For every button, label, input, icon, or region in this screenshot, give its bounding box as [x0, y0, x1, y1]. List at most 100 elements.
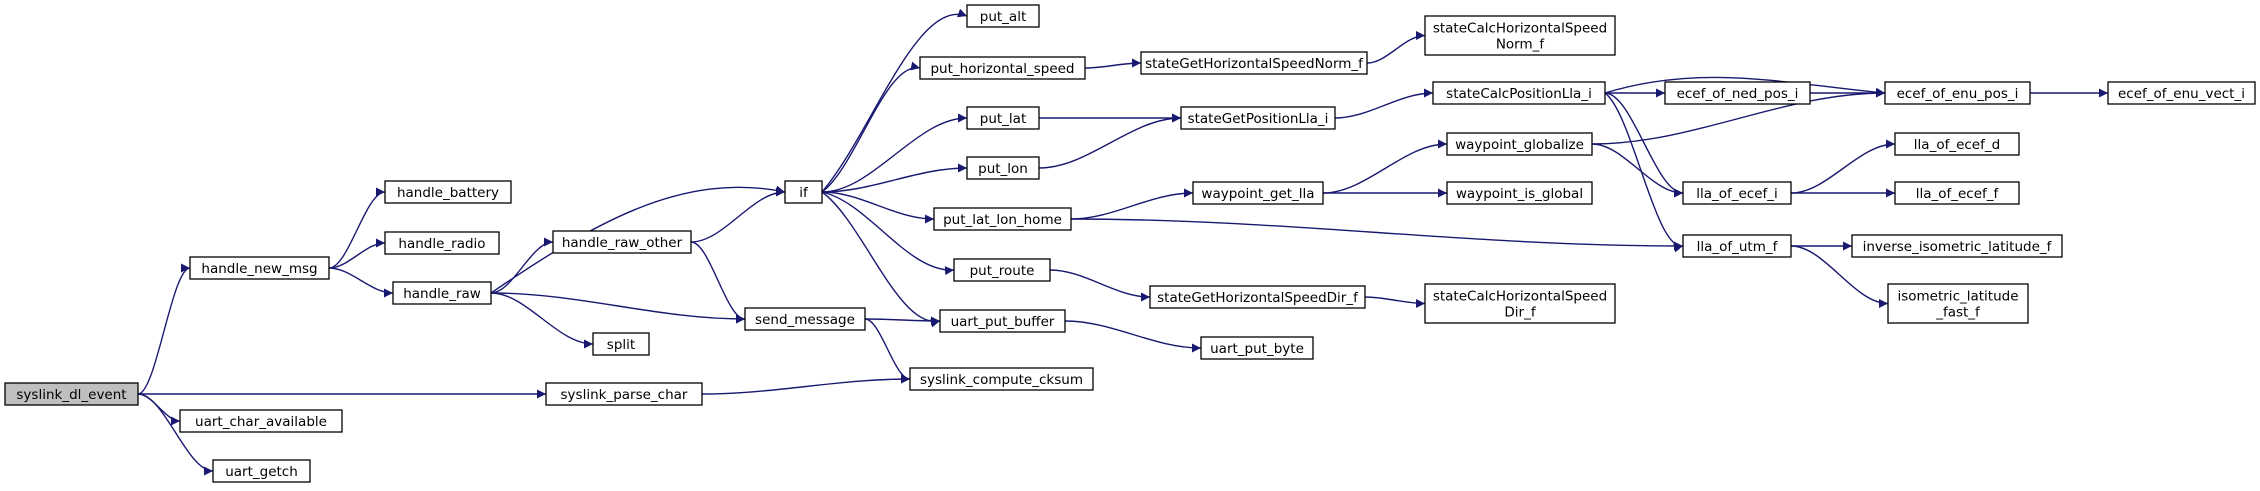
node-label: stateCalcPositionLla_i	[1446, 86, 1592, 102]
node-box	[1192, 181, 1324, 205]
node-label: put_lat_lon_home	[943, 212, 1062, 228]
node-label: lla_of_ecef_d	[1914, 137, 2000, 153]
node-label: put_alt	[980, 9, 1027, 25]
node-split[interactable]: split	[592, 332, 650, 356]
node-waypoint_globalize[interactable]: waypoint_globalize	[1446, 132, 1593, 156]
edge-handle_new_msg-to-handle_raw	[328, 267, 394, 298]
node-stateCalcPositionLla_i[interactable]: stateCalcPositionLla_i	[1432, 81, 1606, 105]
edge-if-to-put_alt	[821, 8, 968, 193]
node-box	[933, 207, 1072, 231]
node-handle_battery[interactable]: handle_battery	[384, 180, 512, 204]
node-label: ecef_of_enu_vect_i	[2118, 86, 2245, 102]
node-label: uart_put_byte	[1210, 341, 1304, 357]
node-put_lat_lon_home[interactable]: put_lat_lon_home	[933, 207, 1072, 231]
edge-syslink_parse_char-to-syslink_compute_cksum	[701, 374, 911, 395]
edge-waypoint_get_lla-to-waypoint_globalize	[1322, 139, 1448, 194]
edge-stateCalcPositionLla_i-to-lla_of_ecef_i	[1604, 92, 1684, 198]
node-box	[1894, 132, 2020, 156]
node-handle_new_msg[interactable]: handle_new_msg	[189, 256, 330, 280]
edge-send_message-to-uart_put_buffer	[864, 316, 941, 326]
node-label: split	[607, 337, 635, 353]
node-box	[966, 106, 1040, 130]
edge-syslink_dl_event-to-handle_new_msg	[137, 263, 191, 395]
node-label: stateGetHorizontalSpeedNorm_f	[1145, 56, 1364, 72]
node-label: put_lon	[978, 161, 1028, 177]
node-uart_put_byte[interactable]: uart_put_byte	[1200, 336, 1314, 360]
node-waypoint_is_global[interactable]: waypoint_is_global	[1446, 181, 1593, 205]
node-box	[189, 256, 330, 280]
node-label: syslink_parse_char	[561, 387, 688, 403]
node-label: uart_getch	[225, 464, 298, 480]
node-stateGetPositionLla_i[interactable]: stateGetPositionLla_i	[1180, 106, 1336, 130]
node-ecef_of_enu_pos_i[interactable]: ecef_of_enu_pos_i	[1884, 81, 2031, 105]
node-stateGetHorizontalSpeedNorm_f[interactable]: stateGetHorizontalSpeedNorm_f	[1140, 51, 1368, 75]
node-lla_of_ecef_d[interactable]: lla_of_ecef_d	[1894, 132, 2020, 156]
node-label: lla_of_ecef_i	[1696, 186, 1778, 202]
edge-lla_of_ecef_i-to-lla_of_ecef_d	[1790, 139, 1896, 194]
node-send_message[interactable]: send_message	[744, 307, 866, 331]
node-label: lla_of_utm_f	[1697, 239, 1779, 255]
node-ecef_of_enu_vect_i[interactable]: ecef_of_enu_vect_i	[2107, 81, 2256, 105]
node-handle_radio[interactable]: handle_radio	[384, 231, 500, 255]
node-lla_of_utm_f[interactable]: lla_of_utm_f	[1682, 234, 1792, 258]
node-stateGetHorizontalSpeedDir_f[interactable]: stateGetHorizontalSpeedDir_f	[1149, 285, 1366, 309]
edge-put_lat_lon_home-to-waypoint_get_lla	[1070, 188, 1194, 220]
node-if[interactable]: if	[784, 180, 823, 204]
node-label: lla_of_ecef_f	[1916, 186, 2000, 202]
edge-layer	[137, 8, 2108, 476]
node-label: handle_new_msg	[201, 261, 317, 277]
edge-if-to-put_lat_lon_home	[821, 191, 935, 224]
node-label: handle_radio	[398, 236, 485, 252]
node-lla_of_ecef_f[interactable]: lla_of_ecef_f	[1894, 181, 2020, 205]
node-uart_put_buffer[interactable]: uart_put_buffer	[939, 309, 1066, 333]
node-isometric_latitude_fast_f[interactable]: isometric_latitude_fast_f	[1887, 283, 2029, 324]
edge-if-to-put_route	[821, 191, 955, 276]
node-put_horizontal_speed[interactable]: put_horizontal_speed	[919, 56, 1086, 80]
node-label: put_route	[970, 263, 1035, 279]
node-label: if	[799, 185, 809, 201]
node-uart_getch[interactable]: uart_getch	[212, 459, 311, 483]
node-label: handle_raw	[403, 286, 481, 302]
node-handle_raw_other[interactable]: handle_raw_other	[552, 230, 692, 254]
node-lla_of_ecef_i[interactable]: lla_of_ecef_i	[1682, 181, 1792, 205]
node-put_route[interactable]: put_route	[953, 258, 1051, 282]
node-box	[1432, 81, 1606, 105]
edge-if-to-put_horizontal_speed	[821, 61, 921, 193]
node-put_lon[interactable]: put_lon	[966, 156, 1040, 180]
node-box	[592, 332, 650, 356]
node-handle_raw[interactable]: handle_raw	[392, 281, 492, 305]
node-label: put_lat	[980, 111, 1027, 127]
node-put_lat[interactable]: put_lat	[966, 106, 1040, 130]
node-syslink_dl_event[interactable]: syslink_dl_event	[4, 382, 139, 406]
edge-handle_raw-to-split	[490, 292, 594, 349]
node-label: inverse_isometric_latitude_f	[1863, 239, 2053, 255]
node-syslink_compute_cksum[interactable]: syslink_compute_cksum	[909, 367, 1094, 391]
edge-handle_raw_other-to-if	[690, 187, 786, 243]
edge-waypoint_globalize-to-lla_of_ecef_i	[1591, 143, 1684, 198]
node-syslink_parse_char[interactable]: syslink_parse_char	[545, 382, 703, 406]
node-ecef_of_ned_pos_i[interactable]: ecef_of_ned_pos_i	[1664, 81, 1811, 105]
node-uart_char_available[interactable]: uart_char_available	[179, 409, 343, 433]
node-label: put_horizontal_speed	[930, 61, 1074, 77]
node-box	[384, 231, 500, 255]
node-label: handle_raw_other	[562, 235, 683, 251]
node-inverse_isometric_latitude_f[interactable]: inverse_isometric_latitude_f	[1851, 234, 2063, 258]
node-box	[1851, 234, 2063, 258]
node-box	[784, 180, 823, 204]
node-label: Norm_f	[1496, 37, 1546, 53]
node-put_alt[interactable]: put_alt	[966, 4, 1040, 28]
node-box	[552, 230, 692, 254]
node-waypoint_get_lla[interactable]: waypoint_get_lla	[1192, 181, 1324, 205]
node-label: handle_battery	[397, 185, 499, 201]
node-box	[384, 180, 512, 204]
edge-if-to-put_lat	[821, 113, 968, 193]
node-label: waypoint_globalize	[1455, 137, 1584, 153]
node-box	[1446, 181, 1593, 205]
node-box	[966, 156, 1040, 180]
edge-stateCalcPositionLla_i-to-lla_of_utm_f	[1604, 92, 1684, 253]
node-label: send_message	[755, 312, 855, 328]
node-box	[2107, 81, 2256, 105]
